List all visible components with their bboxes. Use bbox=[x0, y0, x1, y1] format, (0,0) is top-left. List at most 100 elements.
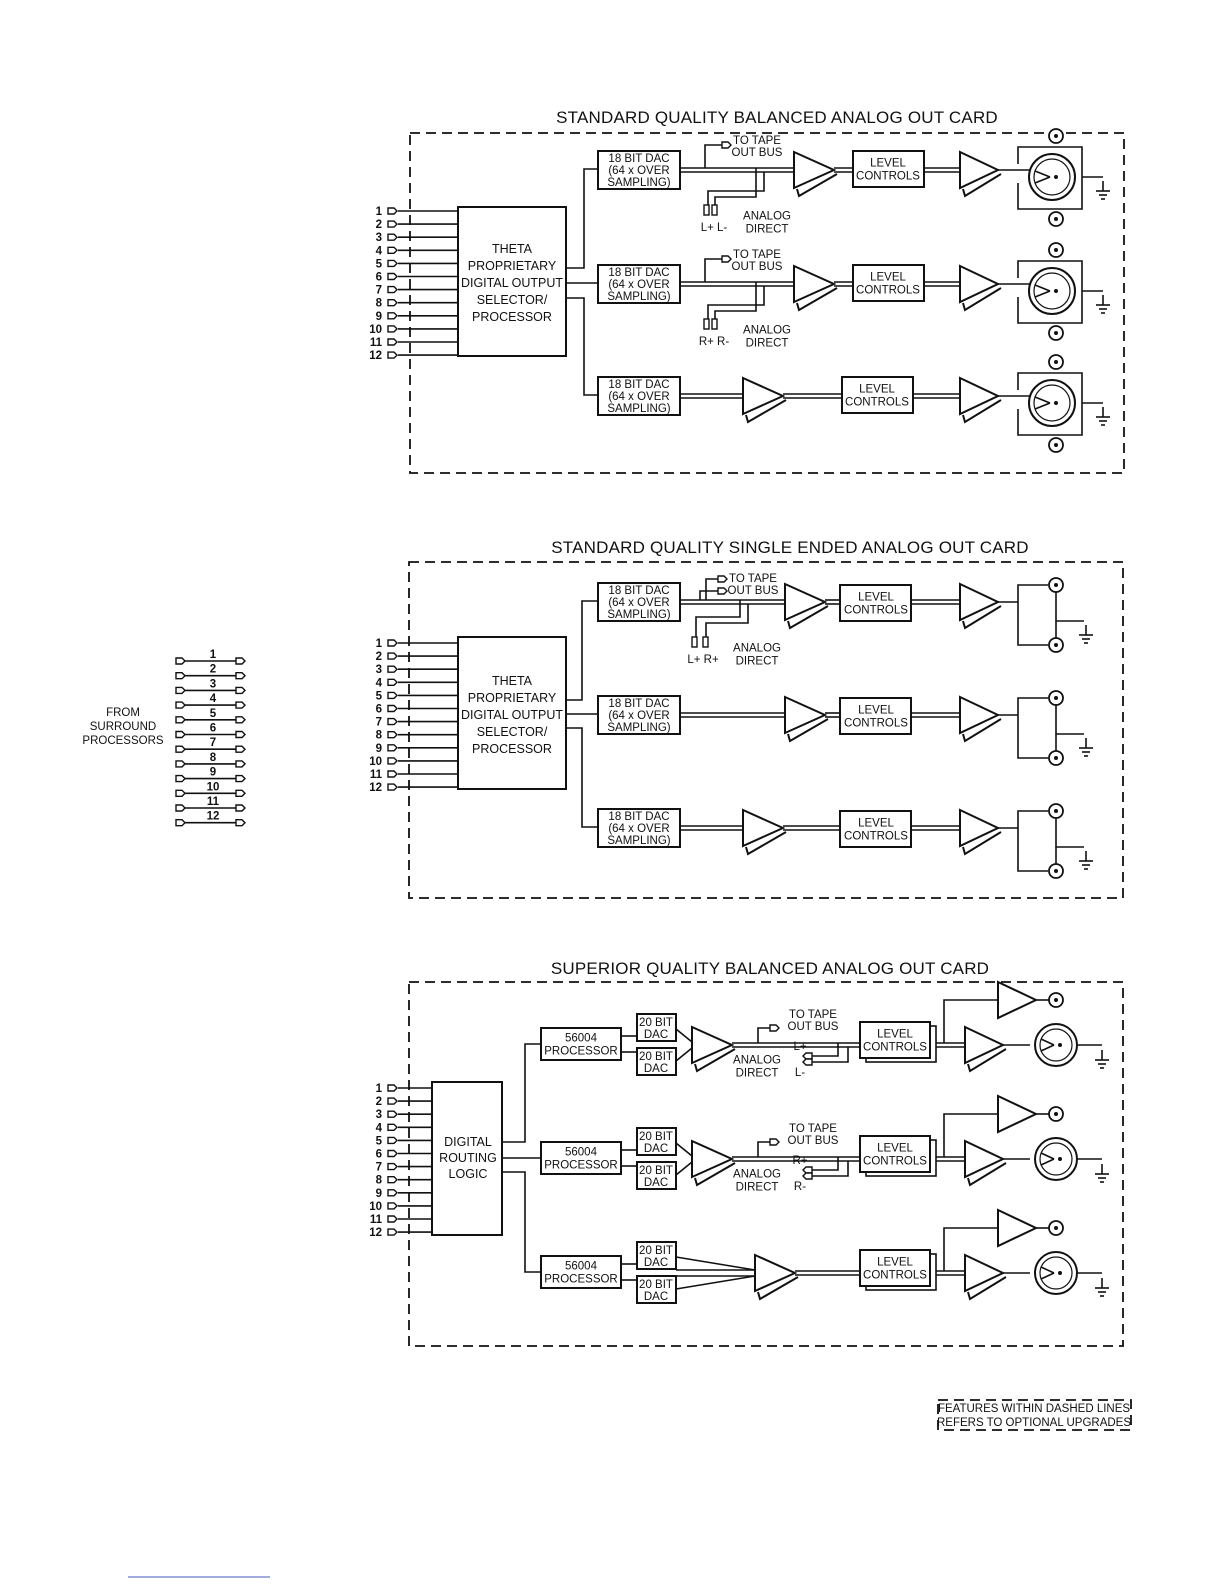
amplifier-icon bbox=[691, 1025, 736, 1073]
signal-line bbox=[675, 1047, 693, 1062]
xlr-inner bbox=[1039, 1256, 1073, 1290]
xlr-connector-icon bbox=[1034, 1137, 1078, 1181]
processor-label: SELECTOR/ bbox=[477, 293, 548, 307]
pin-connector bbox=[387, 770, 398, 778]
input-number: 2 bbox=[376, 651, 382, 663]
xlr-connector-icon bbox=[1028, 379, 1076, 427]
amplifier-triangle bbox=[742, 808, 786, 848]
ground-wire bbox=[1055, 818, 1084, 848]
pin-connector bbox=[235, 701, 246, 709]
rca-jack-icon bbox=[1048, 325, 1064, 341]
rca-pin bbox=[1054, 134, 1058, 138]
input-number: 10 bbox=[369, 756, 382, 768]
analog-direct-label: DIRECT bbox=[736, 1182, 779, 1194]
pin-connector bbox=[175, 774, 186, 783]
dac-label: (64 x OVER bbox=[608, 165, 669, 177]
pin-connector bbox=[387, 1215, 398, 1223]
pin-connector bbox=[387, 1084, 398, 1092]
processor-label: PROCESSOR bbox=[472, 310, 552, 324]
amplifier-icon bbox=[742, 376, 787, 424]
dsp-processor-block bbox=[540, 1027, 622, 1061]
hot-wire bbox=[943, 1227, 998, 1271]
signal-line bbox=[675, 1028, 693, 1043]
amplifier-shadow bbox=[962, 831, 1002, 856]
xlr-connector-icon bbox=[1034, 1023, 1078, 1067]
dac-label: 18 BIT DAC bbox=[608, 811, 669, 823]
input-number: 4 bbox=[376, 677, 383, 689]
amplifier-icon bbox=[997, 980, 1039, 1020]
tape-out-label: OUT BUS bbox=[732, 147, 783, 159]
pin-connector bbox=[802, 1058, 813, 1066]
amplifier-icon bbox=[997, 1208, 1039, 1248]
level-controls-label: CONTROLS bbox=[845, 397, 909, 409]
analog-direct-label: DIRECT bbox=[736, 1068, 779, 1080]
input-number: 2 bbox=[376, 219, 382, 231]
tape-out-label: OUT BUS bbox=[788, 1135, 839, 1147]
dsp-processor-label: 56004 bbox=[565, 1147, 598, 1159]
pin-connector bbox=[175, 745, 186, 753]
dac-label: DAC bbox=[644, 1177, 668, 1189]
tape-out-label: TO TAPE bbox=[729, 573, 777, 585]
xlr-connector-icon bbox=[1028, 153, 1076, 201]
pin-connector bbox=[387, 744, 398, 752]
amplifier-icon bbox=[959, 808, 1002, 856]
dac-block bbox=[636, 1161, 677, 1190]
rca-jack-icon bbox=[1048, 1220, 1064, 1236]
tape-out-label: TO TAPE bbox=[733, 135, 781, 147]
amplifier-icon bbox=[691, 1139, 736, 1187]
amplifier-icon bbox=[784, 695, 829, 743]
pin-connector bbox=[717, 587, 728, 595]
amplifier-icon bbox=[959, 376, 1002, 424]
level-controls-block bbox=[839, 584, 912, 622]
input-number: 12 bbox=[369, 782, 382, 794]
input-number: 3 bbox=[376, 232, 382, 244]
pin-connector bbox=[769, 1138, 780, 1146]
dac-label: SAMPLING) bbox=[607, 403, 670, 415]
direct-pin-label: R+ bbox=[792, 1155, 807, 1167]
rca-jack-icon bbox=[1048, 242, 1064, 258]
level-controls-label: CONTROLS bbox=[844, 718, 908, 730]
dac-label: 20 BIT bbox=[639, 1245, 673, 1257]
pin-connector bbox=[387, 207, 398, 215]
rca-pin bbox=[1054, 331, 1058, 335]
pin-connector bbox=[387, 717, 398, 726]
xlr-pin-2 bbox=[1040, 1272, 1055, 1280]
ground-icon bbox=[1079, 851, 1093, 870]
pin-connector bbox=[387, 1162, 398, 1171]
level-controls-block bbox=[852, 150, 925, 188]
dac-label: (64 x OVER bbox=[608, 823, 669, 835]
pin-connector bbox=[387, 731, 398, 739]
xlr-pin-ground bbox=[1058, 1043, 1062, 1047]
direct-pin-label: L+ L- bbox=[701, 222, 728, 234]
surround-label: PROCESSORS bbox=[82, 735, 163, 747]
pin-connector bbox=[387, 246, 398, 254]
pin-connector bbox=[387, 691, 398, 700]
input-number: 4 bbox=[376, 1122, 383, 1134]
xlr-pin-1 bbox=[1040, 1266, 1055, 1274]
rca-pin bbox=[1054, 643, 1058, 647]
direct-wire bbox=[705, 604, 749, 637]
dac-block bbox=[597, 808, 681, 848]
xlr-pin-ground bbox=[1054, 401, 1058, 405]
xlr-pin-2 bbox=[1040, 1158, 1055, 1166]
amplifier-icon bbox=[959, 150, 1002, 198]
direct-wire bbox=[707, 286, 765, 319]
pin-connector bbox=[387, 1136, 398, 1145]
card-title: STANDARD QUALITY BALANCED ANALOG OUT CAR… bbox=[556, 108, 998, 127]
rca-jack-icon bbox=[1048, 750, 1064, 766]
rca-jack-icon bbox=[1048, 1106, 1064, 1122]
xlr-pin-ground bbox=[1054, 289, 1058, 293]
xlr-connector-icon bbox=[1034, 1251, 1078, 1295]
amplifier-triangle bbox=[742, 376, 786, 416]
tape-out-label: TO TAPE bbox=[789, 1123, 837, 1135]
output-wire bbox=[1017, 810, 1048, 828]
level-controls-label: LEVEL bbox=[858, 818, 894, 830]
processor-branch bbox=[566, 168, 598, 269]
rca-jack-icon bbox=[1048, 637, 1064, 653]
level-controls-label: CONTROLS bbox=[863, 1270, 927, 1282]
processor-branch bbox=[566, 297, 598, 396]
output-wire bbox=[1017, 828, 1048, 872]
input-number: 11 bbox=[370, 1214, 383, 1226]
dsp-processor-block bbox=[540, 1141, 622, 1175]
